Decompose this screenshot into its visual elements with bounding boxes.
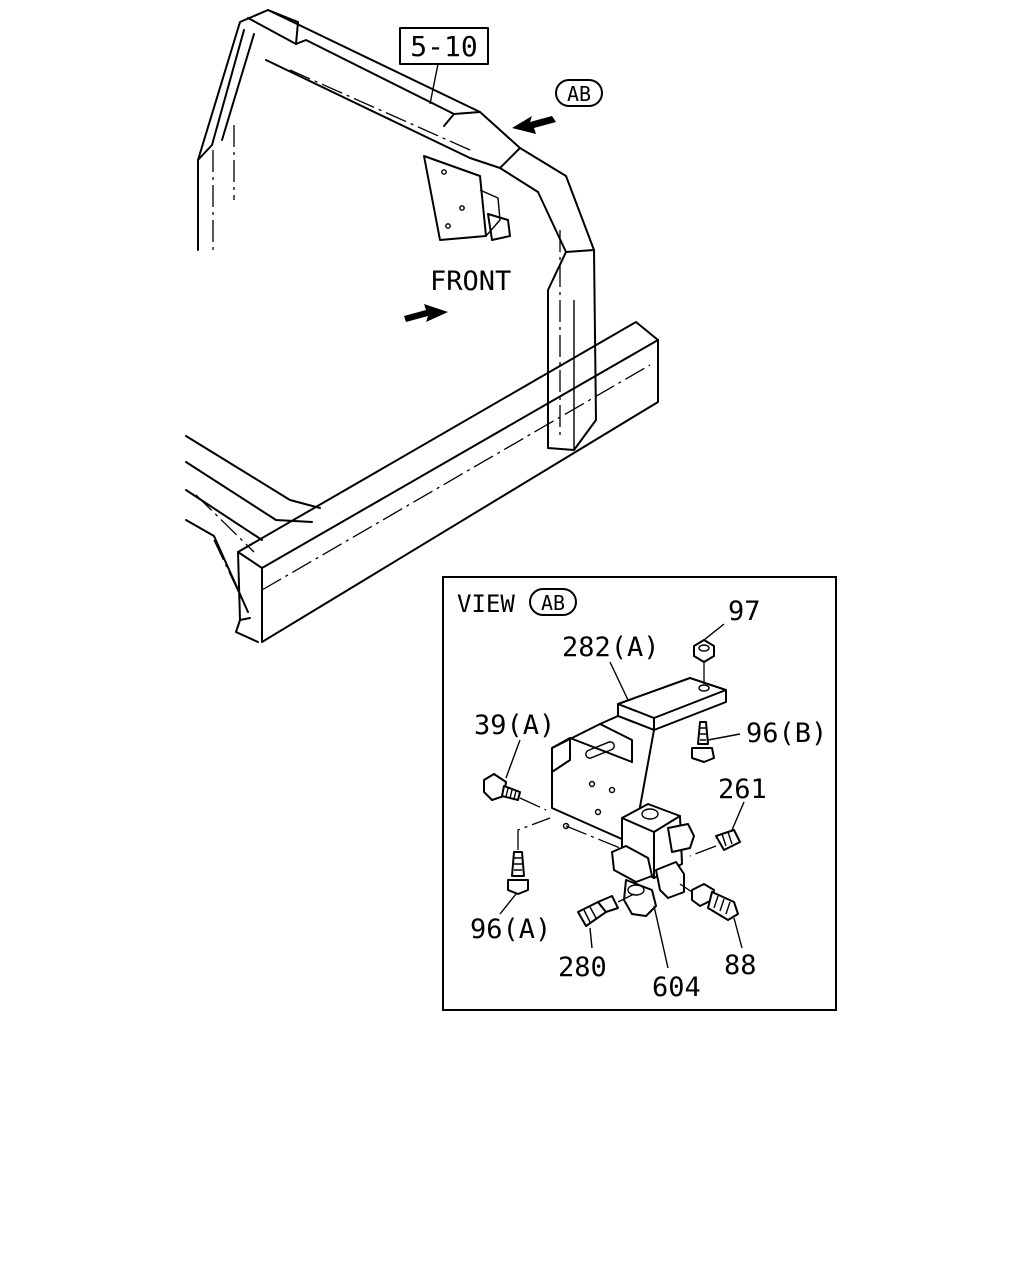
label-96b: 96(B) (746, 718, 827, 749)
bracket-282a (551, 677, 727, 841)
valve-604 (565, 803, 695, 917)
label-282a: 282(A) (562, 632, 660, 663)
label-39a: 39(A) (474, 710, 555, 741)
chassis-rail (185, 321, 659, 643)
label-97: 97 (728, 596, 761, 627)
view-marker-top: AB (555, 79, 603, 107)
front-label: FRONT (430, 266, 511, 297)
label-88: 88 (724, 950, 757, 981)
label-261: 261 (718, 774, 767, 805)
view-marker-top-label: AB (567, 82, 591, 106)
label-96a: 96(A) (470, 914, 551, 945)
label-604: 604 (652, 972, 701, 1003)
view-word: VIEW (457, 590, 515, 618)
bolt-39a (483, 773, 547, 811)
ref-box-label: 5-10 (410, 30, 477, 63)
fitting-88 (679, 883, 739, 921)
front-arrow-icon (404, 304, 448, 322)
fitting-261 (689, 829, 741, 857)
fitting-280 (577, 893, 635, 927)
view-arrow-icon (512, 116, 556, 134)
view-marker-inset-label: AB (541, 591, 565, 615)
bolt-96b (691, 721, 715, 763)
ref-box-5-10: 5-10 (399, 27, 489, 105)
view-ab-inset: VIEW AB (442, 576, 837, 1011)
label-280: 280 (558, 952, 607, 983)
frame-assembly (197, 9, 597, 451)
bolt-96a (507, 817, 551, 895)
